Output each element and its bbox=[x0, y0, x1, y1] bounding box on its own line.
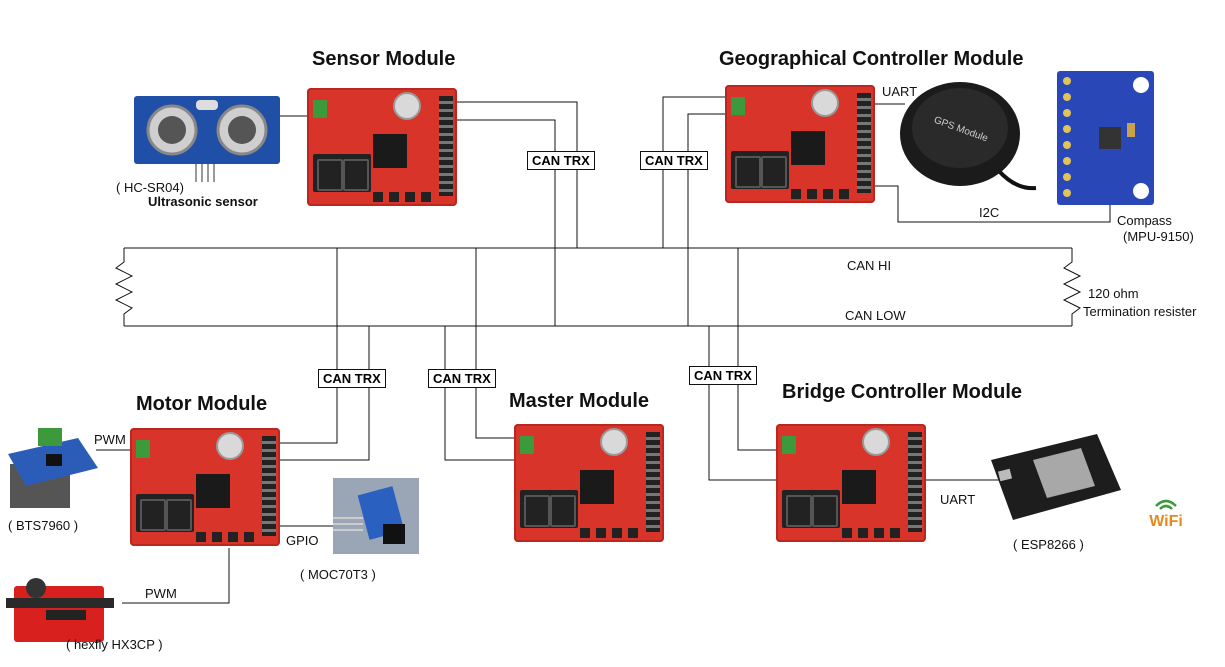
wifi-logo: WiFi bbox=[1138, 494, 1194, 530]
bridge-module-title: Bridge Controller Module bbox=[782, 381, 1022, 403]
compass-i2c-wire bbox=[873, 185, 1111, 223]
driver-pwm-label: PWM bbox=[94, 432, 126, 447]
servo-image bbox=[6, 574, 122, 644]
servo-icon bbox=[6, 578, 114, 642]
termination-label: Termination resister bbox=[1083, 304, 1197, 319]
geo-can-wire-1 bbox=[662, 96, 727, 248]
gps-icon: GPS Module bbox=[900, 82, 1037, 191]
geo-module-title: Geographical Controller Module bbox=[719, 48, 1024, 70]
esp8266-label: ( ESP8266 ) bbox=[1013, 537, 1084, 552]
servo-label: ( hexfly HX3CP ) bbox=[66, 637, 163, 652]
motor-module-board bbox=[130, 428, 280, 546]
i2c-label: I2C bbox=[979, 205, 1000, 220]
can-low-label: CAN LOW bbox=[845, 308, 906, 323]
bridge-can-wire-2 bbox=[708, 326, 779, 481]
compass-name-label: Compass bbox=[1117, 213, 1172, 228]
wifi-icon: WiFi bbox=[1149, 499, 1183, 530]
motor-can-trx: CAN TRX bbox=[318, 369, 386, 388]
gps-module-image: GPS Module bbox=[898, 78, 1038, 196]
esp8266-icon bbox=[991, 434, 1121, 520]
sensor-module-title: Sensor Module bbox=[312, 48, 456, 70]
termination-value-label: 120 ohm bbox=[1088, 286, 1139, 301]
sensor-can-wire-2 bbox=[457, 119, 556, 326]
encoder-label: ( MOC70T3 ) bbox=[300, 567, 376, 582]
motor-module-title: Motor Module bbox=[136, 393, 268, 415]
geo-module-board bbox=[725, 85, 875, 203]
ultrasonic-name-label: Ultrasonic sensor bbox=[148, 194, 258, 209]
motor-driver-label: ( BTS7960 ) bbox=[8, 518, 79, 533]
servo-pwm-label: PWM bbox=[145, 586, 177, 601]
geo-can-trx: CAN TRX bbox=[640, 151, 708, 170]
can-hi-label: CAN HI bbox=[847, 258, 892, 273]
right-resistor bbox=[1062, 248, 1082, 326]
bridge-module-board bbox=[776, 424, 926, 542]
esp8266-image bbox=[985, 430, 1123, 522]
master-can-trx: CAN TRX bbox=[428, 369, 496, 388]
ultrasonic-part-label: ( HC-SR04) bbox=[116, 180, 184, 195]
sensor-module-board bbox=[307, 88, 457, 206]
encoder-image bbox=[333, 478, 419, 554]
compass-part-label: (MPU-9150) bbox=[1123, 229, 1194, 244]
master-can-wire-1 bbox=[475, 248, 517, 439]
gps-uart-label: UART bbox=[882, 84, 918, 99]
bridge-uart-label: UART bbox=[940, 492, 976, 507]
geo-can-wire-2 bbox=[687, 113, 727, 326]
bridge-can-trx: CAN TRX bbox=[689, 366, 757, 385]
wifi-logo-text: WiFi bbox=[1149, 513, 1183, 530]
ultrasonic-sensor-image bbox=[134, 96, 280, 182]
motor-can-wire-1 bbox=[275, 248, 338, 444]
compass-icon bbox=[1057, 71, 1154, 205]
motor-driver-icon bbox=[8, 428, 98, 508]
compass-image bbox=[1057, 71, 1154, 205]
master-module-board bbox=[514, 424, 664, 542]
ultrasonic-sensor-icon bbox=[134, 96, 280, 182]
master-can-wire-2 bbox=[444, 326, 517, 461]
sensor-can-wire-1 bbox=[457, 101, 578, 248]
motor-driver-image bbox=[6, 424, 98, 510]
encoder-icon bbox=[333, 478, 419, 554]
bridge-can-wire-1 bbox=[737, 248, 779, 451]
gpio-label: GPIO bbox=[286, 533, 319, 548]
motor-can-wire-2 bbox=[275, 326, 370, 461]
master-module-title: Master Module bbox=[509, 390, 650, 412]
servo-pwm-wire bbox=[122, 548, 230, 604]
sensor-can-trx: CAN TRX bbox=[527, 151, 595, 170]
left-resistor bbox=[114, 248, 134, 326]
